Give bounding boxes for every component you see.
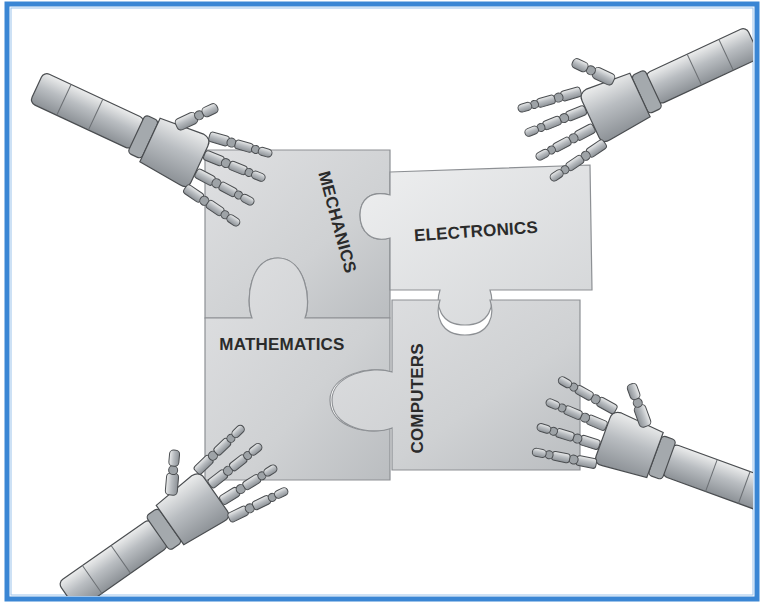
puzzle-piece: MATHEMATICS [205,258,392,480]
robot-hand [32,405,294,596]
piece-label: COMPUTERS [409,343,428,453]
robot-hand [504,7,753,186]
robot-hand [527,355,753,539]
puzzle-outline [332,300,580,470]
puzzle-shape [332,300,580,470]
puzzle-piece: COMPUTERS [332,300,580,470]
puzzle-shape [205,258,390,480]
puzzle-outline [205,258,392,480]
robot-hand [18,31,285,231]
piece-label: MATHEMATICS [219,336,344,355]
